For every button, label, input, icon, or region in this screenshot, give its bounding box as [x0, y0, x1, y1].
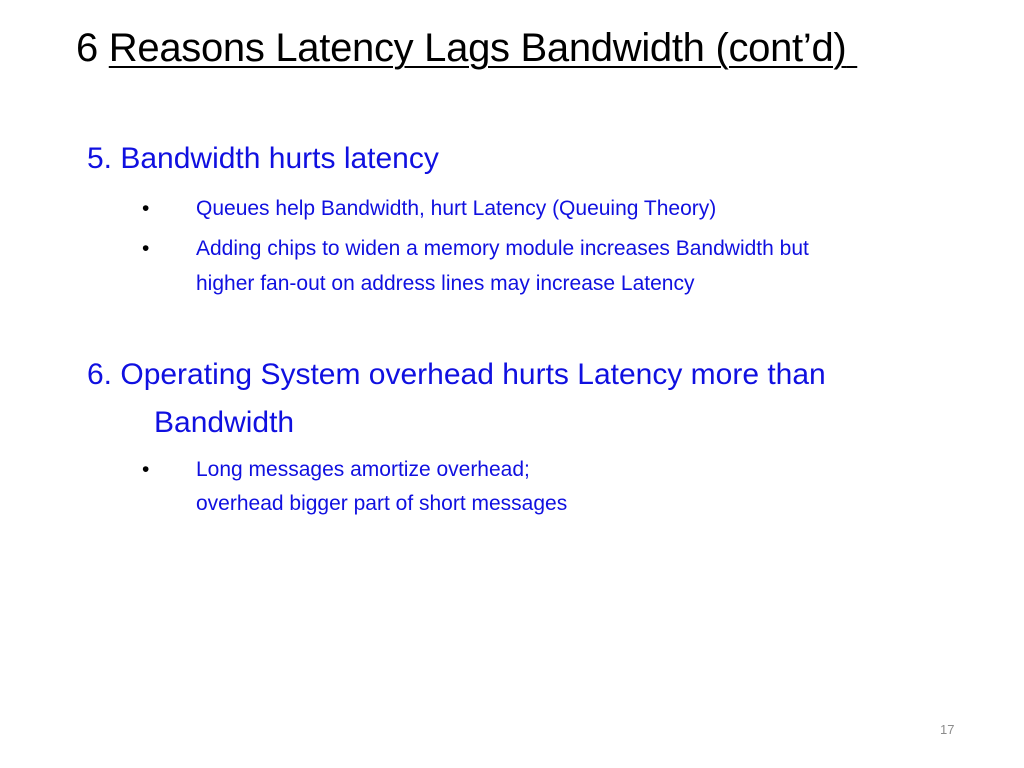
slide-title-number: 6 — [76, 26, 98, 70]
bullet-text-line-1: Long messages amortize overhead; — [196, 458, 530, 481]
bullet-text: Queues help Bandwidth, hurt Latency (Que… — [196, 197, 717, 220]
section-heading-5: 5. Bandwidth hurts latency — [87, 142, 439, 175]
page-number: 17 — [940, 722, 955, 737]
section-heading-6-line-2: Bandwidth — [154, 406, 295, 439]
bullet-marker: • — [142, 458, 150, 481]
bullet-text-line-1: Adding chips to widen a memory module in… — [196, 237, 809, 260]
slide-title: 6 Reasons Latency Lags Bandwidth (cont’d… — [76, 26, 857, 71]
bullet-marker: • — [142, 237, 150, 260]
bullet-text-line-2: higher fan-out on address lines may incr… — [196, 272, 695, 295]
bullet-marker: • — [142, 197, 150, 220]
section-heading-6-line-1: 6. Operating System overhead hurts Laten… — [87, 358, 826, 391]
slide-title-trailing-space — [846, 26, 857, 70]
slide-title-text: Reasons Latency Lags Bandwidth (cont’d) — [108, 26, 847, 70]
bullet-text-line-2: overhead bigger part of short messages — [196, 492, 568, 515]
